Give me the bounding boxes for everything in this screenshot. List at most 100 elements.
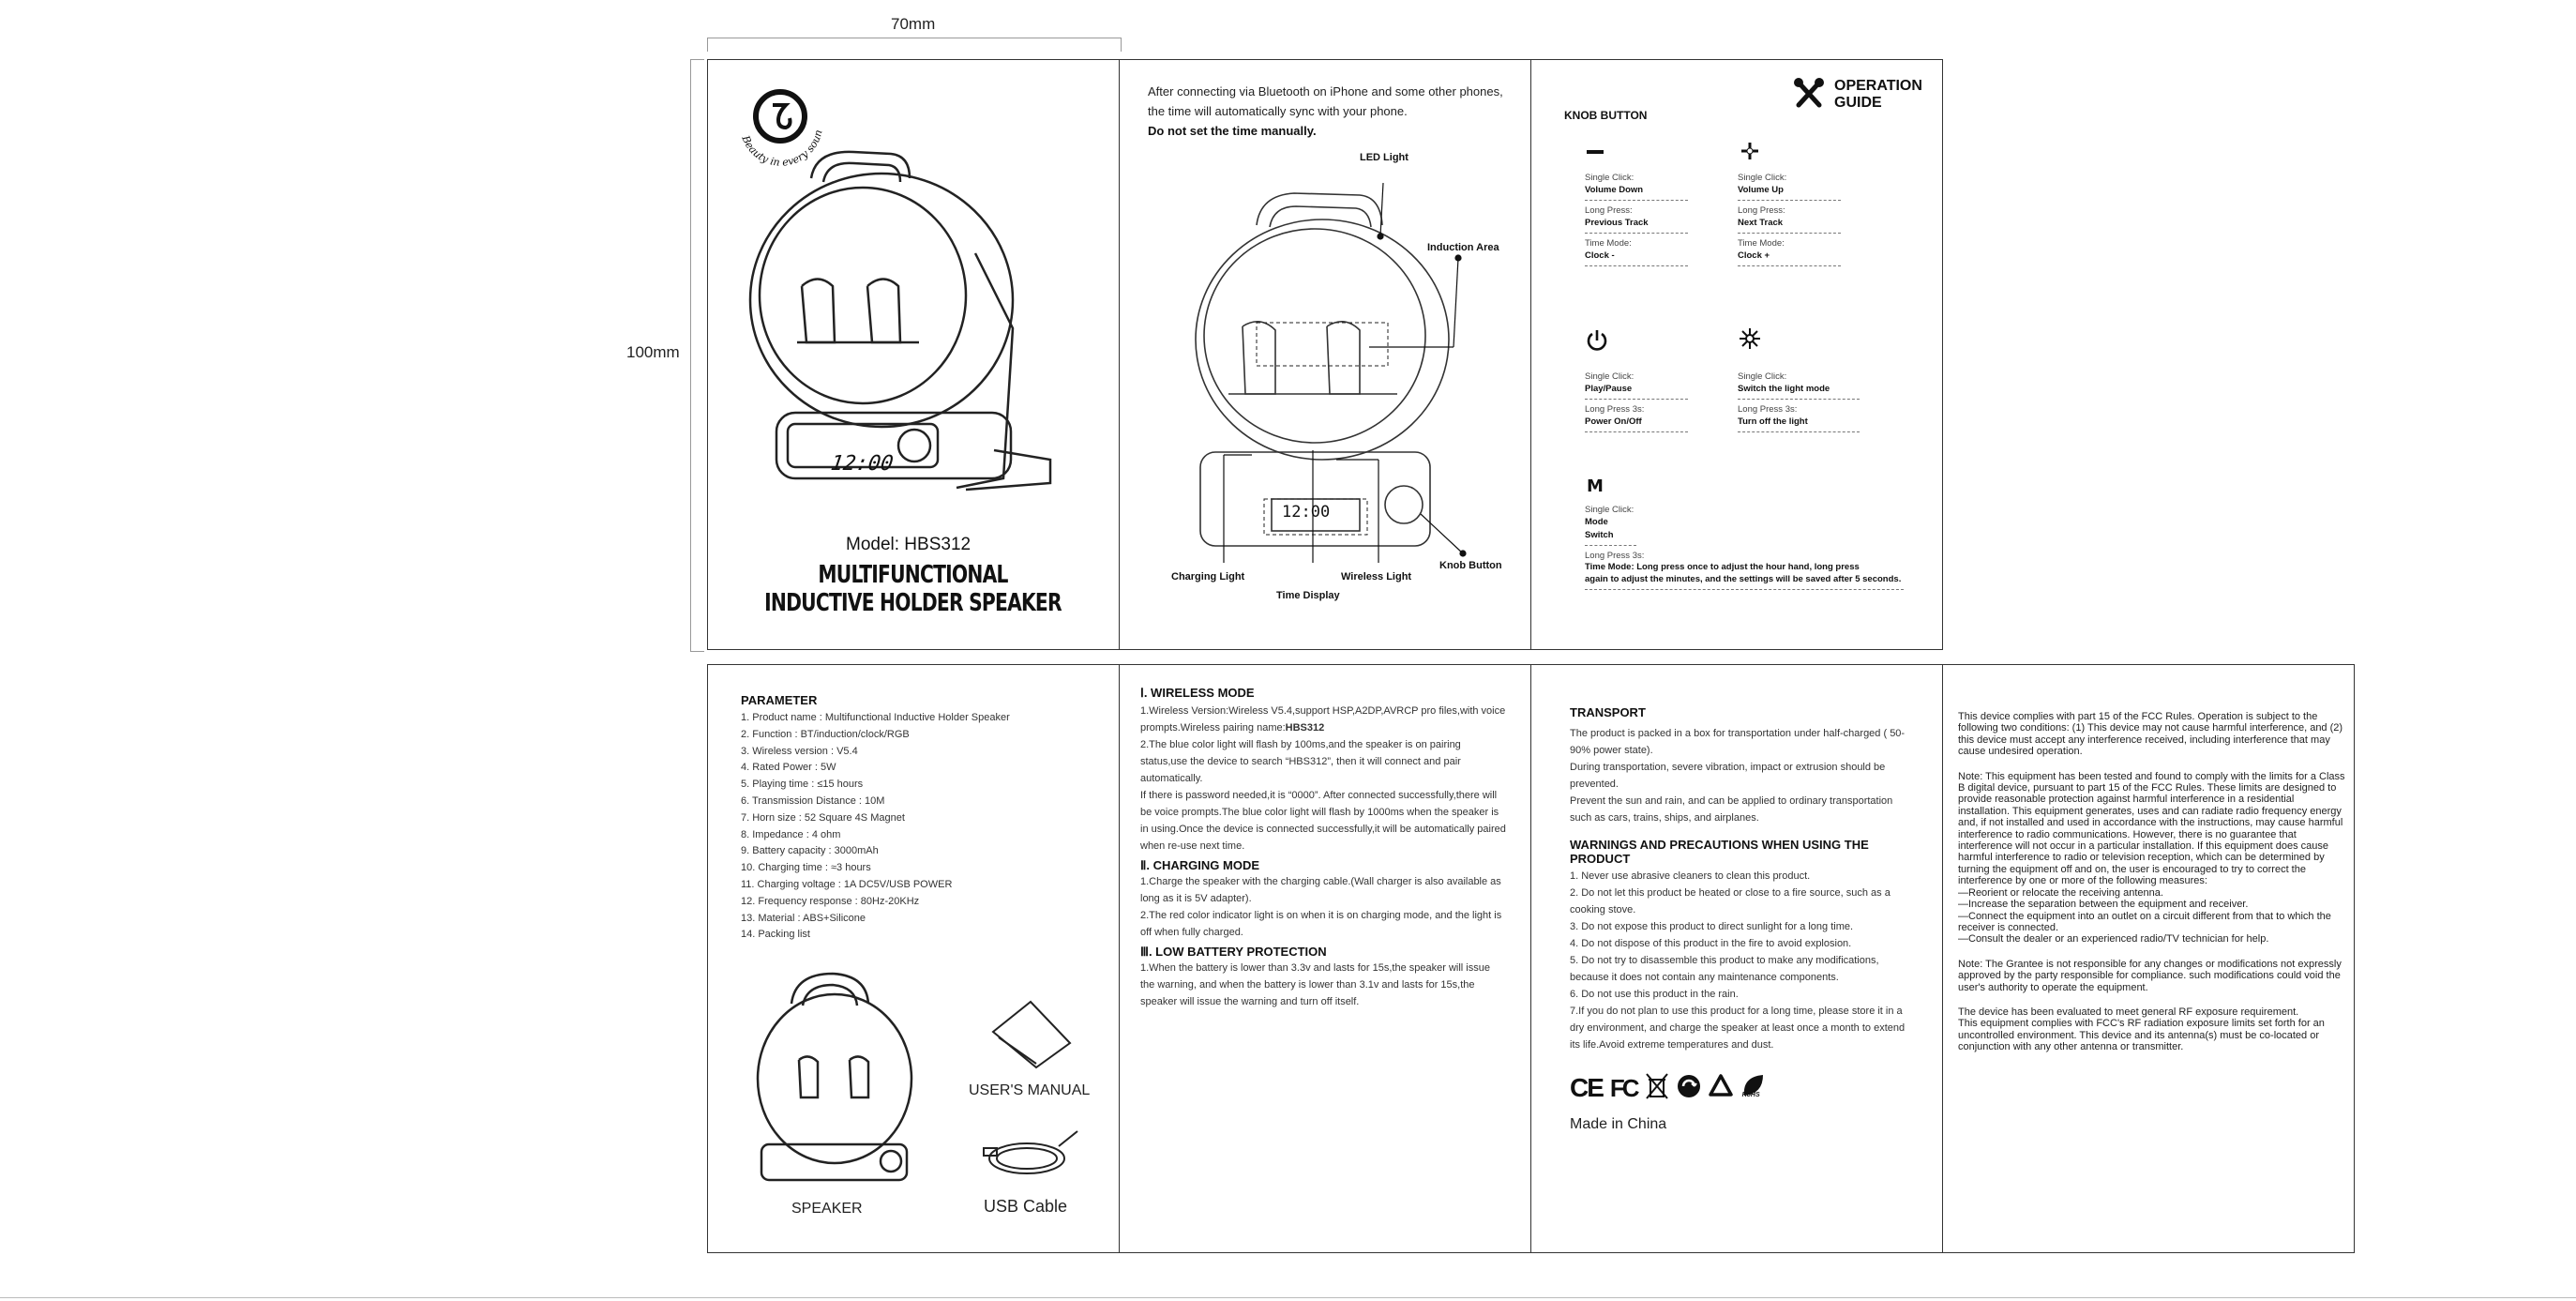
label-knob-button: Knob Button [1439,560,1502,571]
width-dimension [707,38,1122,52]
label-induction-area: Induction Area [1427,242,1499,253]
warning-item: 7.If you do not plan to use this product… [1570,1006,1906,1051]
mode-a-label: Single Click: [1585,505,1634,515]
wireless-p3: If there is password needed,it is “0000”… [1140,790,1506,852]
diagram-clock: 12:00 [1282,503,1331,522]
light-b-label: Long Press 3s: [1738,404,1798,415]
weee-bin-icon [1645,1072,1669,1105]
warning-item: 2. Do not let this product be heated or … [1570,887,1891,915]
width-label: 70mm [891,15,936,33]
guide-title-line1: OPERATION [1834,78,1922,94]
speaker-diagram [1182,141,1519,572]
wireless-text-1: 1.Wireless Version:Wireless V5.4,support… [1140,703,1506,736]
power-icon [1585,328,1609,353]
minus-icon [1587,150,1604,154]
fcc-p5: This equipment complies with FCC's RF ra… [1958,1018,2325,1053]
speaker-illustration [748,141,1060,507]
fcc-p4: The device has been evaluated to meet ge… [1958,1006,2299,1018]
fcc-p3: Note: The Grantee is not responsible for… [1958,958,2342,993]
pack-speaker-label: SPEAKER [791,1201,863,1217]
knob-heading: KNOB BUTTON [1564,109,1648,122]
made-in-label: Made in China [1570,1116,1667,1132]
plus-b: Next Track [1738,217,1841,234]
plus-icon [1740,141,1760,161]
wrench-icon [1793,77,1825,111]
charging-p1: 1.Charge the speaker with the charging c… [1140,876,1501,904]
brand-logo: Beauty in every sound [728,68,844,189]
wireless-p1: 1.Wireless Version:Wireless V5.4,support… [1140,705,1506,734]
charging-heading: Ⅱ. CHARGING MODE [1140,858,1260,872]
power-b-label: Long Press 3s: [1585,404,1645,415]
wireless-p2: 2.The blue color light will flash by 100… [1140,739,1461,784]
parameter-item: 2. Function : BT/induction/clock/RGB [741,728,910,740]
fcc-m3: —Connect the equipment into an outlet on… [1958,910,2331,933]
usb-cable-illustration [980,1126,1083,1182]
parameter-item: 12. Frequency response : 80Hz-20KHz [741,895,920,907]
light-icon [1738,326,1762,351]
knob-mode-actions: Single Click: Mode Switch Long Press 3s:… [1585,505,1904,595]
pack-cable-label: USB Cable [984,1197,1068,1216]
power-b: Power On/Off [1585,416,1688,432]
label-charging-light: Charging Light [1171,571,1245,582]
label-led-light: LED Light [1360,152,1409,163]
parameter-item: 1. Product name : Multifunctional Induct… [741,712,1010,723]
plus-a-label: Single Click: [1738,173,1787,183]
plus-a: Volume Up [1738,184,1841,201]
top-sheet [707,59,1943,650]
recycle-icon [1677,1074,1701,1103]
parameter-item: 4. Rated Power : 5W [741,762,836,774]
knob-light-actions: Single Click: Switch the light mode Long… [1738,371,1860,437]
top-divider-1 [1119,59,1120,650]
parameter-item: 8. Impedance : 4 ohm [741,828,841,840]
sync-line-3: Do not set the time manually. [1148,124,1317,138]
light-b: Turn off the light [1738,416,1860,432]
transport-heading: TRANSPORT [1570,705,1646,719]
light-a: Switch the light mode [1738,383,1860,400]
wireless-heading: Ⅰ. WIRELESS MODE [1140,686,1255,700]
height-dimension [690,59,704,652]
power-a: Play/Pause [1585,383,1688,400]
fcc-p2: Note: This equipment has been tested and… [1958,770,2345,887]
power-a-label: Single Click: [1585,371,1634,382]
label-time-display: Time Display [1276,590,1340,601]
warning-item: 5. Do not try to disassemble this produc… [1570,955,1879,983]
parameter-item: 3. Wireless version : V5.4 [741,745,858,757]
fcc-m2: —Increase the separation between the equ… [1958,899,2249,911]
light-a-label: Single Click: [1738,371,1787,382]
parameter-item: 13. Material : ABS+Silicone [741,912,866,924]
plus-c-label: Time Mode: [1738,238,1785,249]
cover-title-line1: MULTIFUNCTIONAL [818,561,1008,589]
parameter-item: 9. Battery capacity : 3000mAh [741,845,879,857]
fcc-measures: Note: This equipment has been tested and… [1958,771,2348,945]
minus-c: Clock - [1585,250,1688,266]
transport-p3: Prevent the sun and rain, and can be app… [1570,795,1893,824]
fcc-m4: —Consult the dealer or an experienced ra… [1958,933,2269,945]
transport-p2: During transportation, severe vibration,… [1570,762,1886,790]
parameter-item: 10. Charging time : ≈3 hours [741,862,871,874]
minus-a-label: Single Click: [1585,173,1634,183]
fcc-m1: —Reorient or relocate the receiving ante… [1958,886,2163,899]
plus-b-label: Long Press: [1738,205,1785,216]
knob-plus-actions: Single Click: Volume Up Long Press: Next… [1738,173,1841,271]
page-bottom-line [0,1297,2576,1298]
sync-line-2: the time will automatically sync with yo… [1148,104,1408,118]
battery-heading: Ⅲ. LOW BATTERY PROTECTION [1140,945,1327,959]
mode-b1: Time Mode: Long press once to adjust the… [1585,562,1860,572]
cover-clock: 12:00 [829,452,895,476]
parameter-item: 5. Playing time : ≤15 hours [741,779,864,791]
battery-p1: 1.When the battery is lower than 3.3v an… [1140,962,1490,1007]
pack-manual-label: USER'S MANUAL [969,1082,1091,1098]
knob-power-actions: Single Click: Play/Pause Long Press 3s: … [1585,371,1688,437]
mode-b2: again to adjust the minutes, and the set… [1585,573,1904,590]
height-label: 100mm [626,343,680,361]
parameter-list: 1. Product name : Multifunctional Induct… [741,710,1097,944]
bottom-divider-1 [1119,664,1120,1253]
minus-a: Volume Down [1585,184,1688,201]
model-number: Model: HBS312 [846,535,972,554]
parameter-item: 11. Charging voltage : 1A DC5V/USB POWER [741,878,953,890]
parameter-heading: PARAMETER [741,693,818,707]
wireless-pair-name: HBS312 [1285,722,1325,734]
top-divider-2 [1530,59,1531,650]
warning-item: 4. Do not dispose of this product in the… [1570,938,1852,949]
fcc-p1: This device complies with part 15 of the… [1958,711,2343,758]
